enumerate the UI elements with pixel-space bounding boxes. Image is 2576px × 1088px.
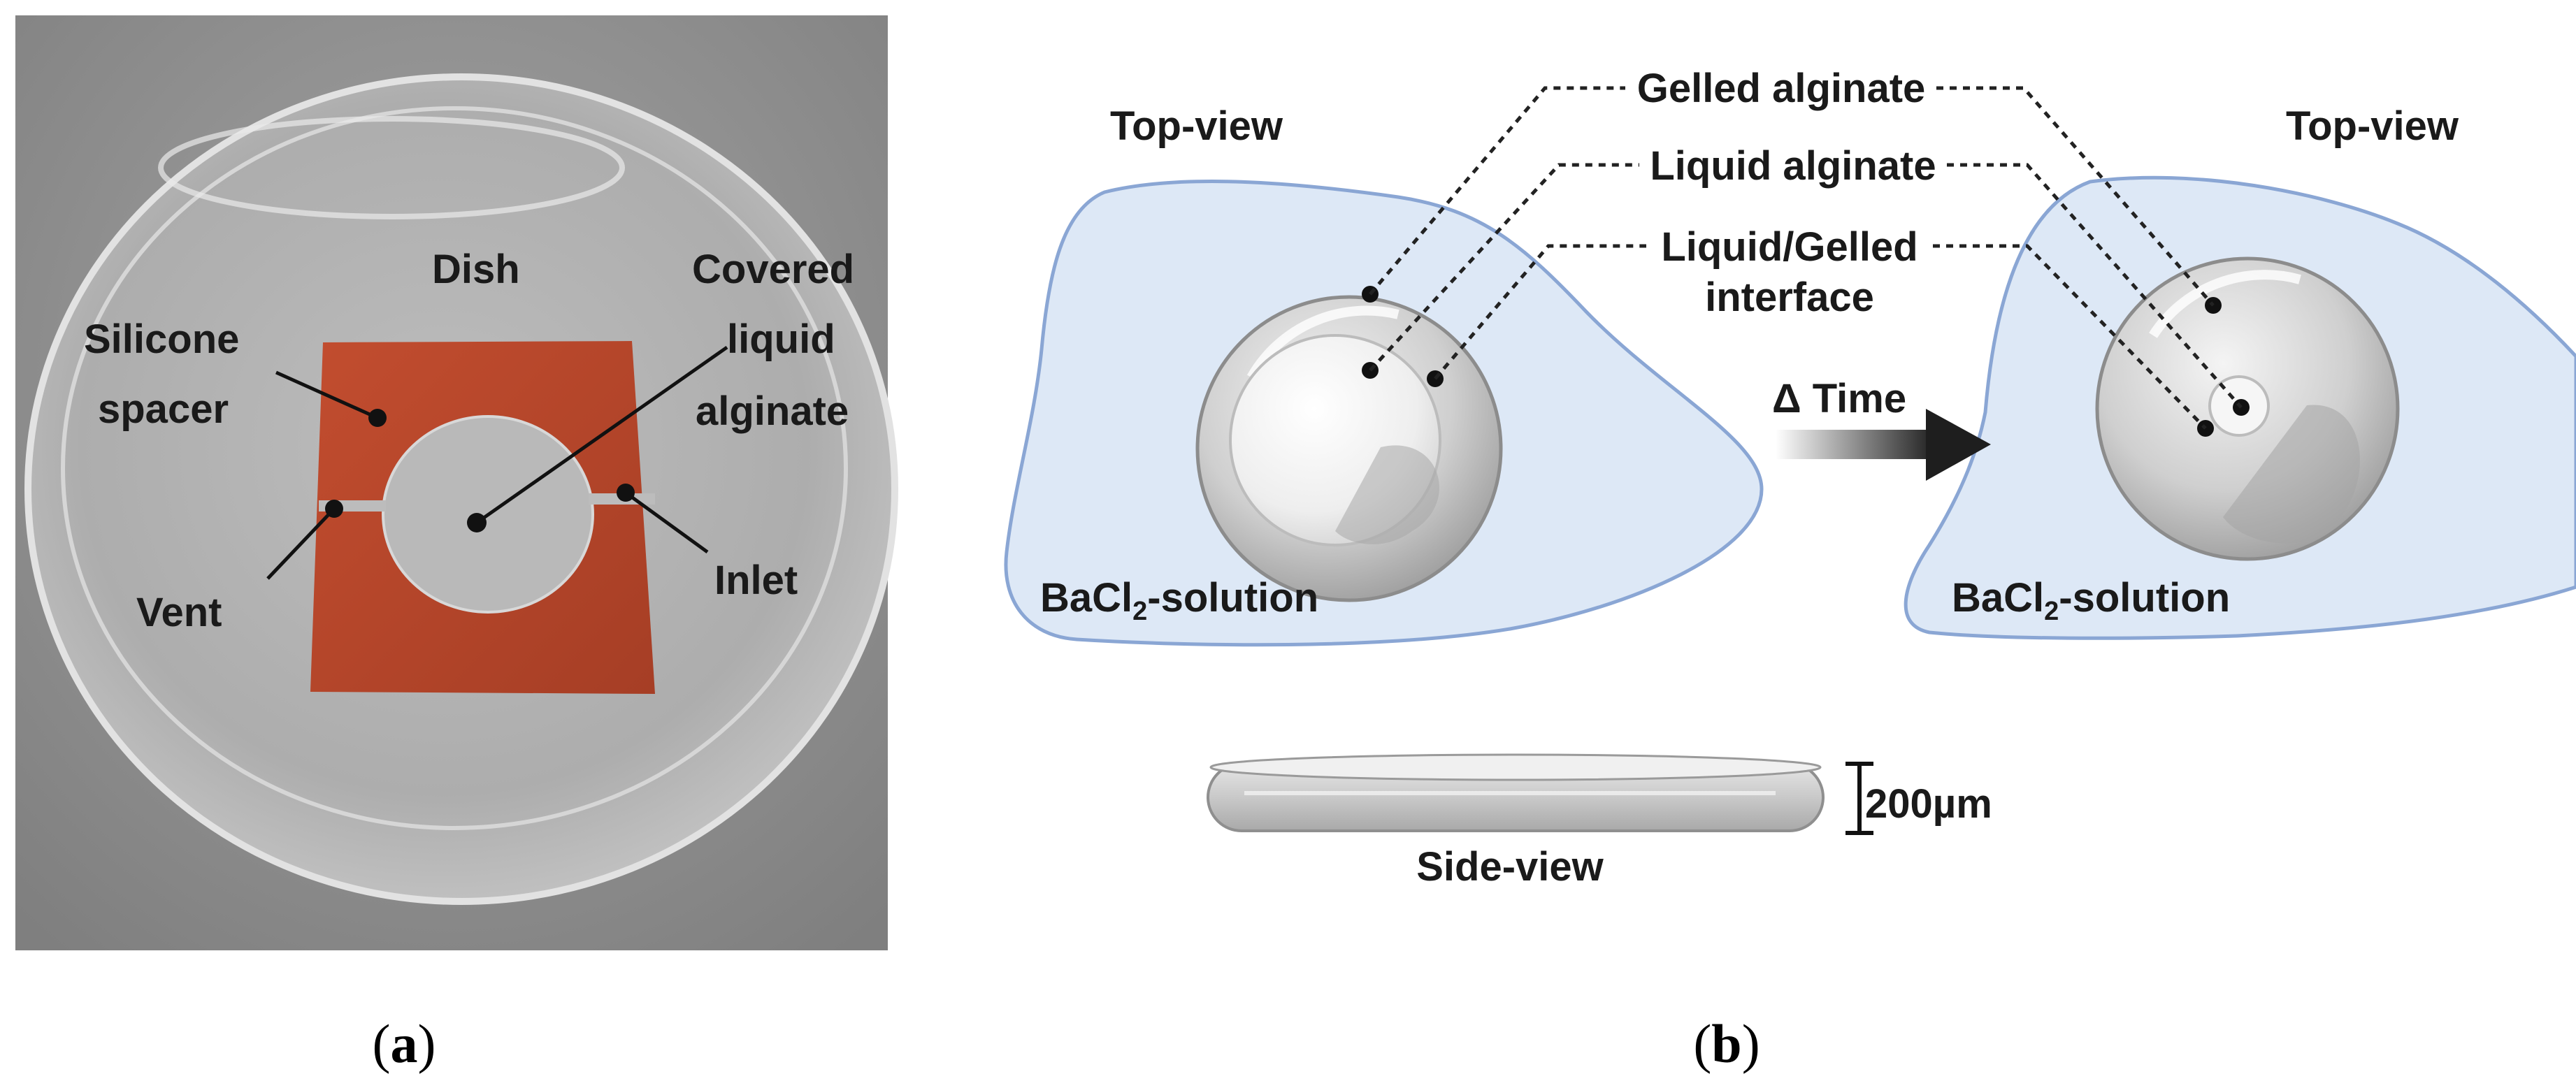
thickness-label: 200µm	[1865, 781, 1992, 827]
delta-time-label: Δ Time	[1772, 376, 1906, 421]
label-covered-3: alginate	[696, 389, 849, 434]
leader-gelled-left	[1369, 86, 1625, 296]
label-covered-2: liquid	[727, 317, 835, 362]
label-silicone-1: Silicone	[84, 317, 239, 362]
gelled-alginate-label: Gelled alginate	[1637, 66, 1926, 111]
leader-liquid-right	[1947, 163, 2243, 409]
time-arrow-head	[1926, 409, 1991, 481]
liquid-alginate-label: Liquid alginate	[1650, 143, 1936, 189]
leader-silicone	[275, 370, 379, 420]
dot-silicone	[368, 409, 387, 427]
solution-right-label: BaCl2-solution	[1952, 575, 2230, 626]
top-view-left-label: Top-view	[1110, 103, 1283, 149]
dish-inner-rim	[61, 106, 848, 830]
thickness-bracket	[1845, 762, 1873, 835]
label-vent: Vent	[136, 590, 222, 635]
dot-inlet	[617, 484, 635, 502]
dish-reflection	[158, 116, 625, 219]
caption-a: (a)	[373, 1013, 436, 1074]
bead-right-shine	[2149, 270, 2301, 338]
leader-covered	[475, 345, 728, 525]
solution-left-label: BaCl2-solution	[1040, 575, 1318, 626]
dot-covered	[467, 513, 487, 532]
time-arrow-shaft	[1776, 430, 1936, 459]
top-view-right-label: Top-view	[2286, 103, 2459, 149]
leader-inlet	[624, 491, 709, 554]
side-view-top	[1209, 753, 1822, 781]
panel-a-photo: Dish Covered liquid alginate Silicone sp…	[15, 15, 898, 950]
side-view-disc	[1207, 753, 1825, 832]
label-dish: Dish	[432, 247, 520, 292]
leader-lines	[1369, 86, 2243, 430]
dot-vent	[325, 500, 343, 518]
leader-gelled-right	[1936, 86, 2215, 307]
label-silicone-2: spacer	[98, 386, 229, 432]
leader-interface-right	[1933, 244, 2207, 430]
interface-label-1: Liquid/Gelled	[1661, 224, 1917, 270]
side-view-label: Side-view	[1416, 844, 1604, 890]
panel-b-schematic: Top-view Top-view Gelled alginate Liquid…	[1004, 66, 2576, 890]
bead-right-shadow	[2223, 405, 2360, 544]
leader-interface-left	[1434, 244, 1646, 380]
time-arrow	[1776, 409, 1991, 481]
label-covered-1: Covered	[692, 247, 854, 292]
caption-b: (b)	[1693, 1013, 1760, 1074]
interface-label-2: interface	[1705, 275, 1874, 320]
bead-left-shadow	[1335, 445, 1439, 544]
leader-vent	[266, 507, 336, 580]
label-inlet: Inlet	[714, 558, 798, 603]
bead-left-shine	[1246, 305, 1399, 380]
leader-liquid-left	[1369, 163, 1639, 372]
